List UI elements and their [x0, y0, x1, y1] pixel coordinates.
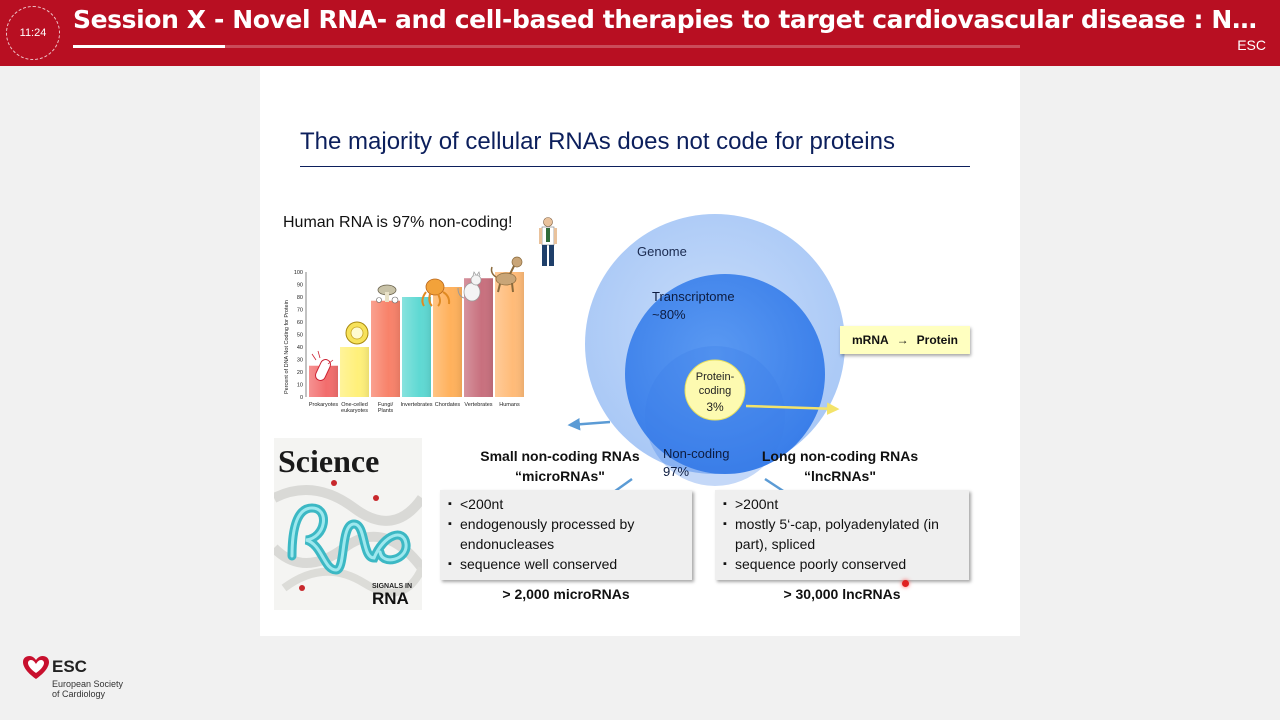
chart-bar-shade — [340, 347, 369, 397]
chart-x-label: One-celled — [341, 402, 368, 408]
long-rna-total: > 30,000 lncRNAs — [783, 586, 901, 602]
chart-ylabel: Percent of DNA Not Coding for Protein — [284, 300, 290, 394]
noncoding-pct: 97% — [663, 464, 689, 479]
bacterium-icon — [311, 350, 334, 381]
chart-x-label: Humans — [499, 402, 520, 408]
chart-y-tick: 0 — [300, 395, 303, 401]
esc-subtitle-1: European Society — [52, 679, 124, 689]
octopus-icon — [421, 278, 451, 307]
noncoding-label: Non-coding — [663, 446, 730, 461]
long-rna-bullet: mostly 5‘-cap, polyadenylated (in part),… — [723, 514, 961, 554]
small-rna-heading-2: “microRNAs" — [515, 468, 605, 484]
protein-coding-pct: 3% — [706, 400, 724, 414]
dog-icon — [490, 256, 523, 293]
chart-x-label: Invertebrates — [400, 402, 432, 408]
protein-coding-label-1: Protein- — [696, 371, 735, 383]
protein-label: Protein — [916, 333, 958, 347]
transcriptome-label: Transcriptome — [652, 289, 735, 304]
title-rule — [300, 166, 970, 167]
chart-x-label: Chordates — [435, 402, 461, 408]
laser-pointer-dot — [902, 580, 909, 587]
small-rna-bullet: <200nt — [448, 494, 684, 514]
arrow-to-chart — [567, 418, 611, 431]
arrow-to-mrna — [745, 402, 840, 415]
chart-bars — [309, 272, 524, 397]
esc-logo-text: ESC — [52, 657, 87, 676]
noncoding-dna-chart: Percent of DNA Not Coding for Protein 0 1… — [284, 217, 557, 414]
chart-y-tick: 70 — [297, 308, 303, 314]
long-rna-heading-2: “lncRNAs" — [804, 468, 876, 484]
small-rna-bullet: sequence well conserved — [448, 554, 684, 574]
top-bar: 11:24 Session X - Novel RNA- and cell-ba… — [0, 0, 1280, 66]
long-rna-box: >200nt mostly 5‘-cap, polyadenylated (in… — [715, 490, 969, 580]
slide: The majority of cellular RNAs does not c… — [260, 66, 1020, 636]
mushroom-icon — [376, 284, 399, 304]
chart-x-label: Plants — [378, 408, 394, 414]
chart-bar-shade — [371, 300, 400, 397]
long-rna-heading-1: Long non-coding RNAs — [761, 448, 919, 464]
chart-y-axis: 0 10 20 30 40 50 60 70 80 90 100 — [294, 270, 307, 401]
protein-coding-circle — [684, 359, 746, 421]
chart-x-label: Fungi/ — [378, 402, 394, 408]
progress-fill — [73, 45, 225, 48]
chart-y-tick: 20 — [297, 370, 303, 376]
chart-x-label: Prokaryotes — [309, 402, 339, 408]
long-rna-heading: Long non-coding RNAs “lncRNAs" — [715, 446, 965, 486]
progress-bar[interactable] — [73, 45, 1020, 48]
chart-y-tick: 60 — [297, 320, 303, 326]
genome-label: Genome — [637, 244, 687, 259]
session-title: Session X - Novel RNA- and cell-based th… — [73, 5, 1273, 34]
human-caption: Human RNA is 97% non-coding! — [283, 214, 513, 231]
chart-y-tick: 10 — [297, 383, 303, 389]
small-rna-bullet: endogenously processed by endonucleases — [448, 514, 684, 554]
cover-journal: Science — [278, 443, 379, 479]
chart-y-tick: 100 — [294, 270, 303, 276]
human-icon — [539, 217, 557, 266]
long-rna-bullet: >200nt — [723, 494, 961, 514]
arrow-icon: → — [896, 333, 909, 347]
cover-line-1: SIGNALS IN — [372, 583, 412, 590]
esc-heart-icon — [23, 656, 49, 679]
chart-y-tick: 80 — [297, 295, 303, 301]
chart-y-tick: 90 — [297, 283, 303, 289]
long-rna-bullet: sequence poorly conserved — [723, 554, 961, 574]
org-label: ESC — [1237, 37, 1266, 53]
protein-coding-label-2: coding — [699, 385, 731, 397]
chart-bar-shade — [495, 272, 524, 397]
esc-subtitle-2: of Cardiology — [52, 689, 106, 699]
chart-bar-shade — [402, 297, 431, 397]
rna-venn-diagram: Genome Transcriptome ~80% Protein- codin… — [567, 214, 845, 506]
chart-y-tick: 30 — [297, 358, 303, 364]
mrna-label: mRNA — [851, 333, 889, 347]
slide-title: The majority of cellular RNAs does not c… — [300, 128, 895, 155]
mrna-protein-box: mRNA → Protein — [840, 326, 970, 354]
chart-x-label: eukaryotes — [341, 408, 368, 414]
small-rna-box: <200nt endogenously processed by endonuc… — [440, 490, 692, 580]
small-rna-heading: Small non-coding RNAs “microRNAs" — [440, 446, 680, 486]
cat-icon — [457, 271, 482, 302]
science-cover-image: Science SIGNALS IN RNA — [274, 438, 422, 610]
small-rna-heading-1: Small non-coding RNAs — [480, 448, 640, 464]
chart-bar-shade — [433, 287, 462, 397]
transcriptome-pct: ~80% — [652, 307, 686, 322]
small-rna-total: > 2,000 microRNAs — [502, 586, 630, 602]
yeast-icon — [345, 321, 369, 345]
chart-y-tick: 40 — [297, 345, 303, 351]
chart-y-tick: 50 — [297, 333, 303, 339]
chart-x-label: Vertebrates — [464, 402, 492, 408]
clock-badge: 11:24 — [6, 6, 60, 60]
cover-line-2: RNA — [372, 589, 409, 608]
